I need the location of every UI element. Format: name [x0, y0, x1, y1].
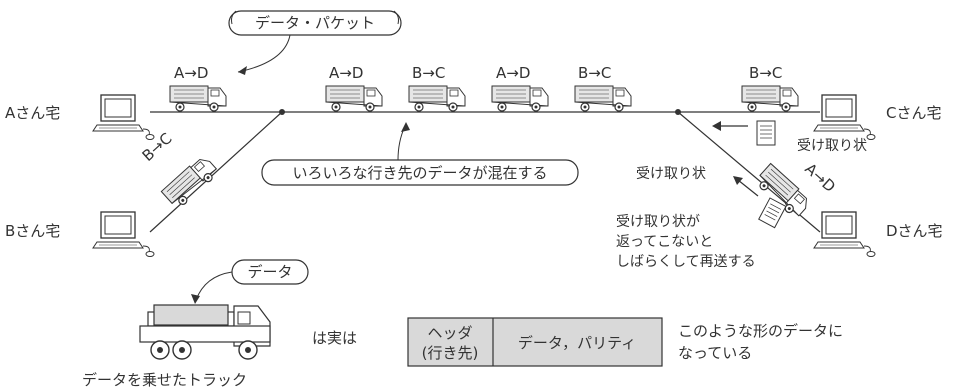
receipt-paper-c: [756, 120, 776, 146]
callout-mixed: いろいろな行き先のデータが混在する: [261, 122, 579, 186]
truck-caption: データを乗せたトラック: [82, 371, 247, 389]
resend-line-2: 返ってこないと: [616, 234, 713, 250]
label-b: Bさん宅: [5, 222, 60, 240]
truck-bc-2: [574, 85, 632, 112]
truck-bc-diag: [160, 153, 221, 211]
hub-right: [675, 109, 681, 115]
callout-data: データ: [191, 259, 309, 304]
callout-data-text: データ: [247, 263, 292, 281]
callout-packet-text: データ・パケット: [255, 14, 375, 32]
big-truck: [139, 304, 271, 360]
callout-packet: データ・パケット: [228, 10, 402, 75]
truck-label-ad-2: A→D: [329, 64, 363, 82]
shape-note-1: このような形のデータに: [678, 322, 843, 340]
truck-ad-1: [169, 85, 227, 112]
callout-mixed-text: いろいろな行き先のデータが混在する: [292, 164, 547, 182]
link-hub-b: [149, 111, 283, 233]
packet-structure: ヘッダ (行き先) データ，パリティ: [407, 317, 663, 367]
computer-c: [813, 94, 876, 141]
payload-label: データ，パリティ: [518, 334, 636, 352]
receipt-paper-d: [758, 197, 787, 229]
truck-label-bc-3: B→C: [749, 64, 782, 82]
computer-a: [92, 94, 155, 141]
receipt-text-c: 受け取り状: [797, 138, 867, 154]
resend-line-3: しばらくして再送する: [616, 254, 756, 270]
label-d: Dさん宅: [886, 222, 943, 240]
truck-label-bc-diag: B→C: [139, 129, 176, 165]
computer-b: [92, 211, 155, 258]
truck-label-ad-3: A→D: [496, 64, 530, 82]
label-a: Aさん宅: [5, 104, 60, 122]
hub-left: [279, 109, 285, 115]
computer-d: [813, 211, 876, 258]
truck-label-ad-diag: A→D: [801, 160, 839, 196]
header-label-1: ヘッダ: [427, 324, 472, 342]
receipt-text-d: 受け取り状: [636, 166, 706, 182]
label-c: Cさん宅: [886, 104, 941, 122]
resend-line-1: 受け取り状が: [616, 214, 700, 230]
shape-note-2: なっている: [678, 344, 752, 362]
network-links: [149, 111, 821, 233]
truck-label-bc-2: B→C: [578, 64, 611, 82]
truck-bc-1: [408, 85, 466, 112]
receipt-arrow-d: [733, 176, 759, 197]
truck-ad-3: [491, 85, 549, 112]
is-actually-text: は実は: [312, 329, 357, 347]
truck-ad-2: [325, 85, 383, 112]
header-label-2: (行き先): [422, 344, 479, 362]
truck-bc-3: [741, 85, 799, 112]
truck-label-bc-1: B→C: [412, 64, 445, 82]
truck-label-ad-1: A→D: [174, 64, 208, 82]
